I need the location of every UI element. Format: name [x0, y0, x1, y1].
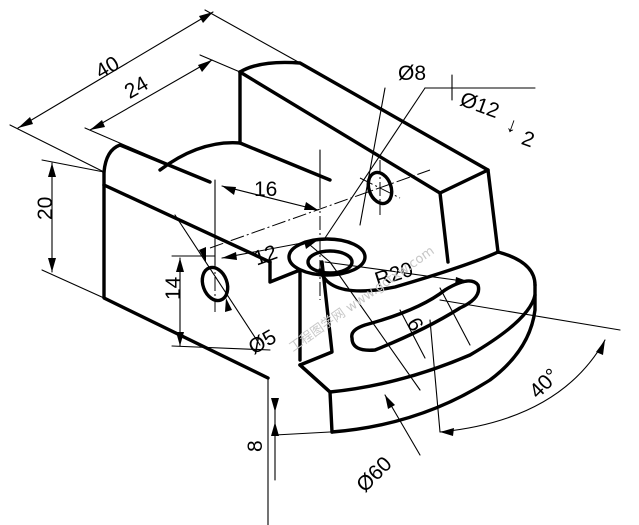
rear-wall-top: [238, 60, 490, 172]
dim-40: 40: [92, 52, 124, 84]
base-top-arc: [318, 250, 537, 293]
dim-dia-12: Ø12: [457, 88, 502, 123]
dim-12: 12: [251, 241, 281, 271]
dimension-lines: [9, 9, 621, 525]
inner-step: [268, 260, 302, 362]
base-front-edge: [298, 363, 334, 434]
dim-16: 16: [254, 178, 277, 201]
counterbore-outer: [287, 237, 367, 277]
dim-20: 20: [34, 197, 57, 220]
left-top-edge: [102, 143, 212, 184]
slot: [350, 279, 481, 352]
groove-floor: [158, 141, 332, 182]
rear-wall-vert: [438, 191, 450, 264]
dim-24: 24: [121, 72, 153, 104]
base-bottom: [330, 293, 537, 434]
base-bottom-arc: [328, 283, 537, 394]
dim-14: 14: [162, 276, 185, 300]
object-outline: [102, 60, 537, 434]
depth-symbol: ↓: [503, 113, 521, 138]
dim-40-deg: 40°: [525, 364, 564, 403]
rear-wall-front-top: [238, 70, 442, 195]
dim-8: 8: [244, 440, 267, 452]
hole-right: [366, 170, 394, 206]
rear-wall-right: [438, 168, 500, 254]
dim-dia-60: Ø60: [352, 452, 396, 496]
dim-depth-2: 2: [519, 127, 538, 153]
dim-dia-8: Ø8: [398, 62, 426, 85]
base-left: [298, 363, 332, 394]
left-top-front-edge: [102, 183, 272, 264]
step-right: [298, 260, 334, 367]
counterbore-inner: [306, 249, 354, 275]
